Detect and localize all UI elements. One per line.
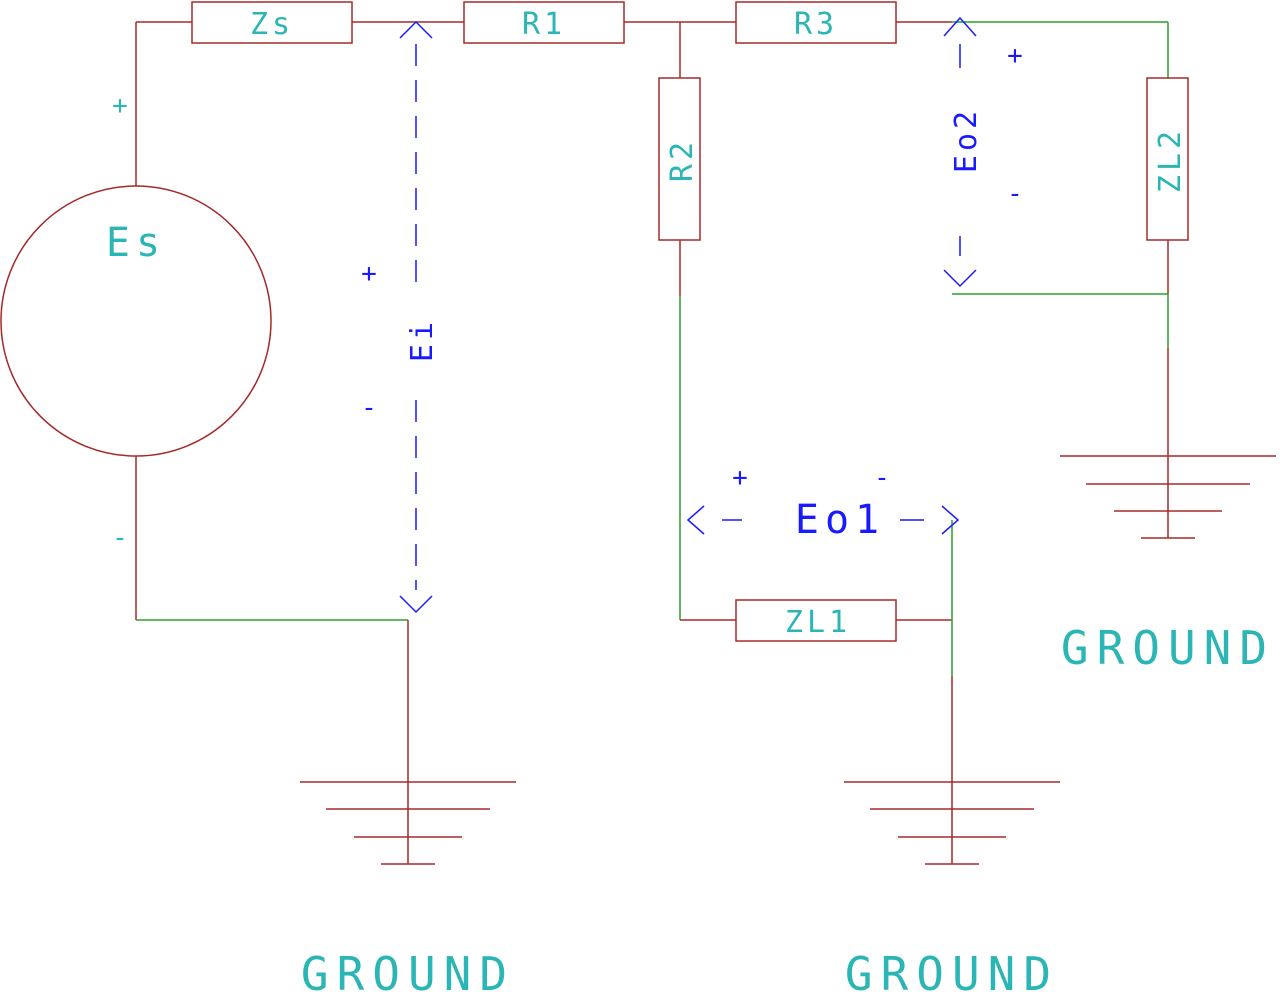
source-minus-sign: - <box>112 523 128 553</box>
source-plus-sign: + <box>112 91 128 121</box>
ei-arrow-top <box>399 20 433 39</box>
eo2-minus-sign: - <box>1007 179 1023 209</box>
eo1-arrow-left <box>686 505 705 535</box>
eo2-arrow-top <box>943 16 977 37</box>
eo2-plus-sign: + <box>1007 41 1023 71</box>
measurement-eo2: Eo2 + - <box>943 16 1023 288</box>
ei-arrow-bottom <box>399 595 433 614</box>
ground-symbol-2 <box>844 781 1060 865</box>
wires <box>135 21 1169 864</box>
resistor-r1 <box>463 1 625 44</box>
ground-label-2: GROUND <box>845 947 1059 992</box>
eo1-plus-sign: + <box>732 463 748 493</box>
measurement-eo1: Eo1 + - <box>686 463 960 543</box>
voltage-source-es <box>0 185 272 457</box>
resistor-zl2 <box>1146 77 1189 241</box>
ground-label-1: GROUND <box>301 947 515 992</box>
ei-plus-sign: + <box>361 259 377 289</box>
label-r3: R3 <box>794 7 838 42</box>
ground-symbol-3 <box>1060 455 1276 539</box>
ground-label-3: GROUND <box>1061 621 1275 675</box>
label-zs: Zs <box>250 7 294 42</box>
measurement-ei: Ei + - <box>361 20 440 614</box>
resistor-zs <box>191 1 353 44</box>
label-es: Es <box>106 220 166 266</box>
label-r1: R1 <box>522 7 566 42</box>
label-ei: Ei <box>405 318 440 362</box>
eo1-arrow-right <box>941 505 960 535</box>
resistor-r2 <box>658 77 701 241</box>
eo1-minus-sign: - <box>874 463 890 493</box>
resistor-zl1 <box>735 599 897 642</box>
label-r2: R2 <box>665 138 700 182</box>
eo2-arrow-bottom <box>943 269 977 288</box>
label-zl2: ZL2 <box>1153 127 1188 193</box>
resistor-r3 <box>735 1 897 44</box>
label-eo1: Eo1 <box>795 497 885 543</box>
label-zl1: ZL1 <box>785 605 851 640</box>
ei-minus-sign: - <box>361 393 377 423</box>
ground-symbol-1 <box>300 781 516 865</box>
label-eo2: Eo2 <box>949 107 984 173</box>
